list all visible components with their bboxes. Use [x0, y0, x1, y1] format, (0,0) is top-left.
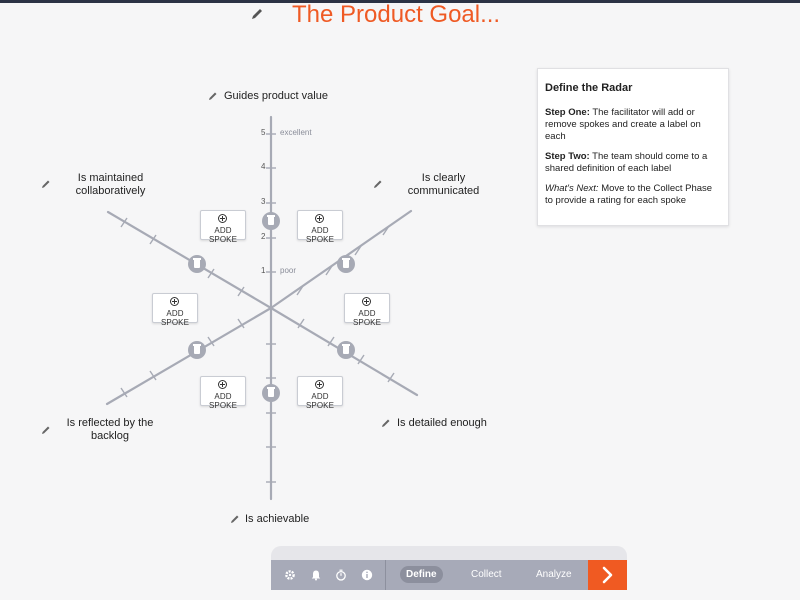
edit-spoke-pencil-icon[interactable] — [380, 417, 392, 429]
spoke-label-is-reflected-by-backlog: Is reflected by the backlog — [66, 417, 154, 442]
plus-circle-icon — [218, 214, 227, 223]
info-step-two: Step Two: The team should come to a shar… — [545, 151, 708, 174]
edit-spoke-pencil-icon[interactable] — [229, 513, 241, 525]
scale-tick-3: 3 — [261, 197, 266, 206]
scale-tick-1: 1 — [261, 266, 266, 275]
gear-icon[interactable] — [284, 569, 296, 581]
trash-icon — [193, 344, 201, 346]
edit-spoke-pencil-icon[interactable] — [372, 178, 384, 190]
axis-line-is-reflected-by-backlog — [105, 306, 273, 406]
scale-tick-2: 2 — [261, 232, 266, 241]
top-border — [0, 0, 800, 3]
edit-spoke-pencil-icon[interactable] — [40, 178, 52, 190]
trash-icon — [267, 215, 275, 217]
add-spoke-button[interactable]: ADD SPOKE — [297, 210, 343, 244]
scale-low-label: poor — [280, 266, 297, 275]
info-icon[interactable] — [361, 569, 373, 581]
add-spoke-label: ADD SPOKE — [305, 226, 335, 244]
plus-circle-icon — [170, 297, 179, 306]
axis-ticks — [120, 133, 395, 483]
add-spoke-button[interactable]: ADD SPOKE — [297, 376, 343, 410]
edit-spoke-pencil-icon[interactable] — [40, 424, 52, 436]
define-radar-info-card: Define the Radar Step One: The facilitat… — [537, 68, 729, 226]
add-spoke-button[interactable]: ADD SPOKE — [200, 210, 246, 244]
info-card-title: Define the Radar — [545, 82, 633, 94]
add-spoke-label: ADD SPOKE — [208, 392, 238, 410]
spoke-label-guides-product-value: Guides product value — [224, 90, 328, 102]
spoke-label-is-detailed-enough: Is detailed enough — [397, 417, 487, 429]
info-whats-next: What's Next: Move to the Collect Phase t… — [545, 183, 713, 206]
phase-toolbar: Define Collect Analyze — [271, 546, 627, 600]
phase-define-tab[interactable]: Define — [400, 566, 443, 583]
spoke-label-is-clearly-communicated: Is clearly communicated — [407, 172, 480, 197]
trash-icon — [267, 387, 275, 389]
header: The Product Goal... — [0, 0, 800, 34]
info-step-one: Step One: The facilitator will add or re… — [545, 107, 701, 142]
delete-spoke-button[interactable] — [262, 384, 280, 402]
scale-tick-4: 4 — [261, 162, 266, 171]
plus-circle-icon — [315, 380, 324, 389]
edit-title-pencil-icon[interactable] — [249, 6, 265, 22]
timer-icon[interactable] — [335, 569, 347, 581]
delete-spoke-button[interactable] — [188, 341, 206, 359]
trash-icon — [342, 344, 350, 346]
add-spoke-button[interactable]: ADD SPOKE — [200, 376, 246, 410]
delete-spoke-button[interactable] — [262, 212, 280, 230]
phase-collect-tab[interactable]: Collect — [471, 569, 502, 580]
delete-spoke-button[interactable] — [337, 255, 355, 273]
add-spoke-button[interactable]: ADD SPOKE — [152, 293, 198, 327]
trash-icon — [342, 258, 350, 260]
delete-spoke-button[interactable] — [188, 255, 206, 273]
plus-circle-icon — [362, 297, 371, 306]
delete-spoke-button[interactable] — [337, 341, 355, 359]
plus-circle-icon — [218, 380, 227, 389]
trash-icon — [193, 258, 201, 260]
scale-high-label: excellent — [280, 128, 312, 137]
spoke-label-is-achievable: Is achievable — [245, 513, 310, 525]
next-phase-button[interactable] — [588, 560, 627, 590]
scale-tick-5: 5 — [261, 128, 266, 137]
phase-analyze-tab[interactable]: Analyze — [536, 569, 572, 580]
add-spoke-button[interactable]: ADD SPOKE — [344, 293, 390, 327]
chevron-right-icon — [602, 566, 613, 584]
page-title: The Product Goal... — [292, 1, 501, 28]
bell-icon[interactable] — [310, 569, 322, 581]
add-spoke-label: ADD SPOKE — [160, 309, 190, 327]
add-spoke-label: ADD SPOKE — [208, 226, 238, 244]
plus-circle-icon — [315, 214, 324, 223]
add-spoke-label: ADD SPOKE — [352, 309, 382, 327]
add-spoke-label: ADD SPOKE — [305, 392, 335, 410]
spoke-label-is-maintained-collaboratively: Is maintained collaboratively — [75, 172, 146, 197]
edit-spoke-pencil-icon[interactable] — [207, 90, 219, 102]
